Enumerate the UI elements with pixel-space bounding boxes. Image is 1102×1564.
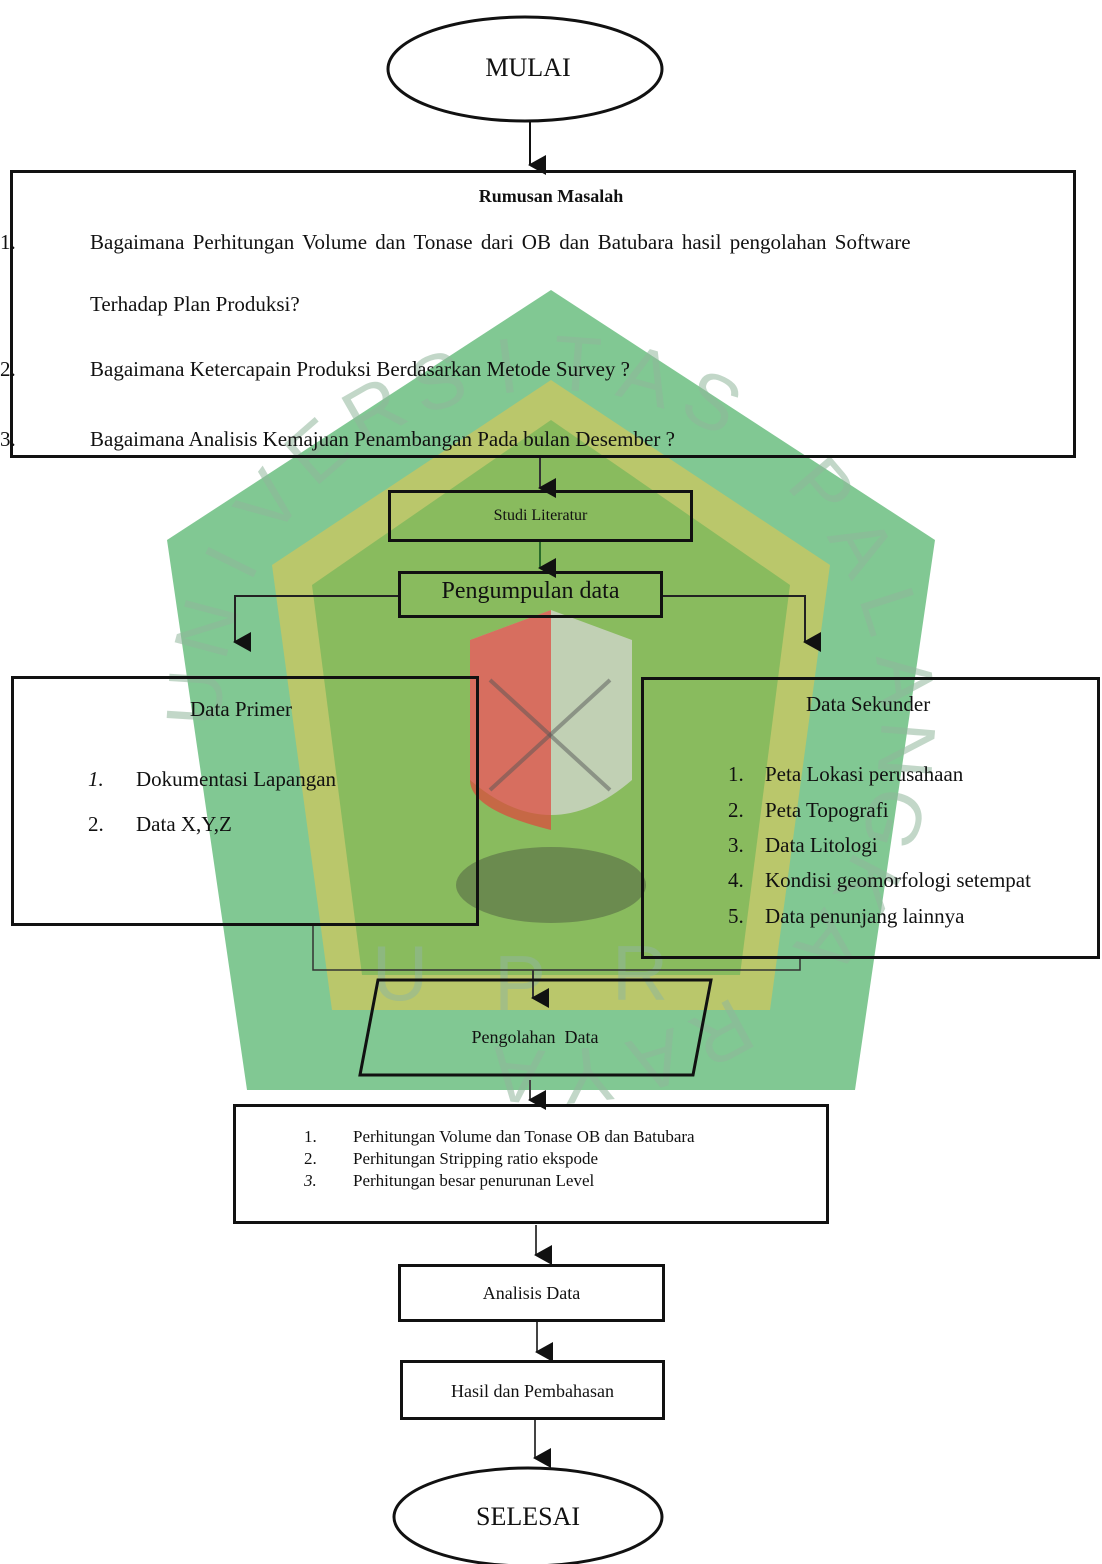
end-terminal-label: SELESAI <box>476 1502 580 1531</box>
start-terminal-label: MULAI <box>485 53 571 82</box>
secondary-data-item-1: 1. Peta Lokasi perusahaan <box>728 762 964 786</box>
data-analysis-label: Analisis Data <box>482 1283 581 1303</box>
calculation-item-2: 2. Perhitungan Stripping ratio ekspode <box>304 1149 599 1168</box>
calculation-item-1: 1. Perhitungan Volume dan Tonase OB dan … <box>304 1127 695 1146</box>
data-collection-label: Pengumpulan data <box>441 578 620 604</box>
secondary-data-item-2: 2. Peta Topografi <box>728 798 889 822</box>
primary-data-box <box>11 676 479 926</box>
problem-statement-box <box>10 170 1076 458</box>
primary-data-title: Data Primer <box>190 697 293 721</box>
primary-data-item-2: 2. Data X,Y,Z <box>88 812 232 836</box>
problem-statement-title: Rumusan Masalah <box>478 186 624 206</box>
secondary-data-item-5: 5. Data penunjang lainnya <box>728 904 965 928</box>
data-analysis-box <box>398 1264 665 1322</box>
data-collection-box <box>398 571 663 618</box>
secondary-data-box <box>641 677 1100 959</box>
primary-data-item-1: 1. Dokumentasi Lapangan <box>88 767 337 791</box>
data-processing-label: Pengolahan Data <box>471 1027 599 1047</box>
literature-study-label: Studi Literatur <box>493 507 588 524</box>
secondary-data-title: Data Sekunder <box>806 692 931 716</box>
results-discussion-label: Hasil dan Pembahasan <box>451 1381 614 1401</box>
problem-item-1-continued: Terhadap Plan Produksi? <box>90 292 300 316</box>
calculations-box <box>233 1104 829 1224</box>
literature-study-box <box>388 490 693 542</box>
calculation-item-3: 3. Perhitungan besar penurunan Level <box>304 1171 595 1190</box>
secondary-data-item-3: 3. Data Litologi <box>728 833 878 857</box>
results-discussion-box <box>400 1360 665 1420</box>
secondary-data-item-4: 4. Kondisi geomorfologi setempat <box>728 868 1031 892</box>
